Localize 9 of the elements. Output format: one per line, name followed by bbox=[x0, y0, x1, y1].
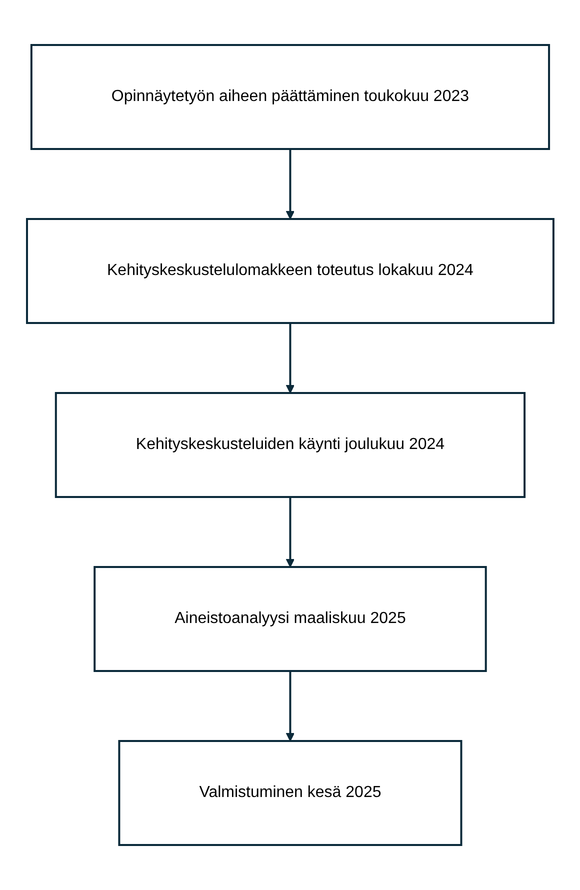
node-box: Aineistoanalyysi maaliskuu 2025 bbox=[93, 566, 487, 672]
node-box: Opinnäytetyön aiheen päättäminen toukokuu 2023 bbox=[30, 44, 550, 150]
node-box: Kehityskeskustelulomakkeen toteutus lokakuu 2024 bbox=[26, 218, 554, 324]
arrow bbox=[286, 323, 294, 394]
node-box: Valmistuminen kesä 2025 bbox=[118, 740, 462, 846]
arrow bbox=[286, 671, 294, 742]
arrow bbox=[286, 497, 294, 568]
node-box: Kehityskeskusteluiden käynti joulukuu 2024 bbox=[54, 392, 526, 498]
arrow bbox=[286, 149, 294, 220]
